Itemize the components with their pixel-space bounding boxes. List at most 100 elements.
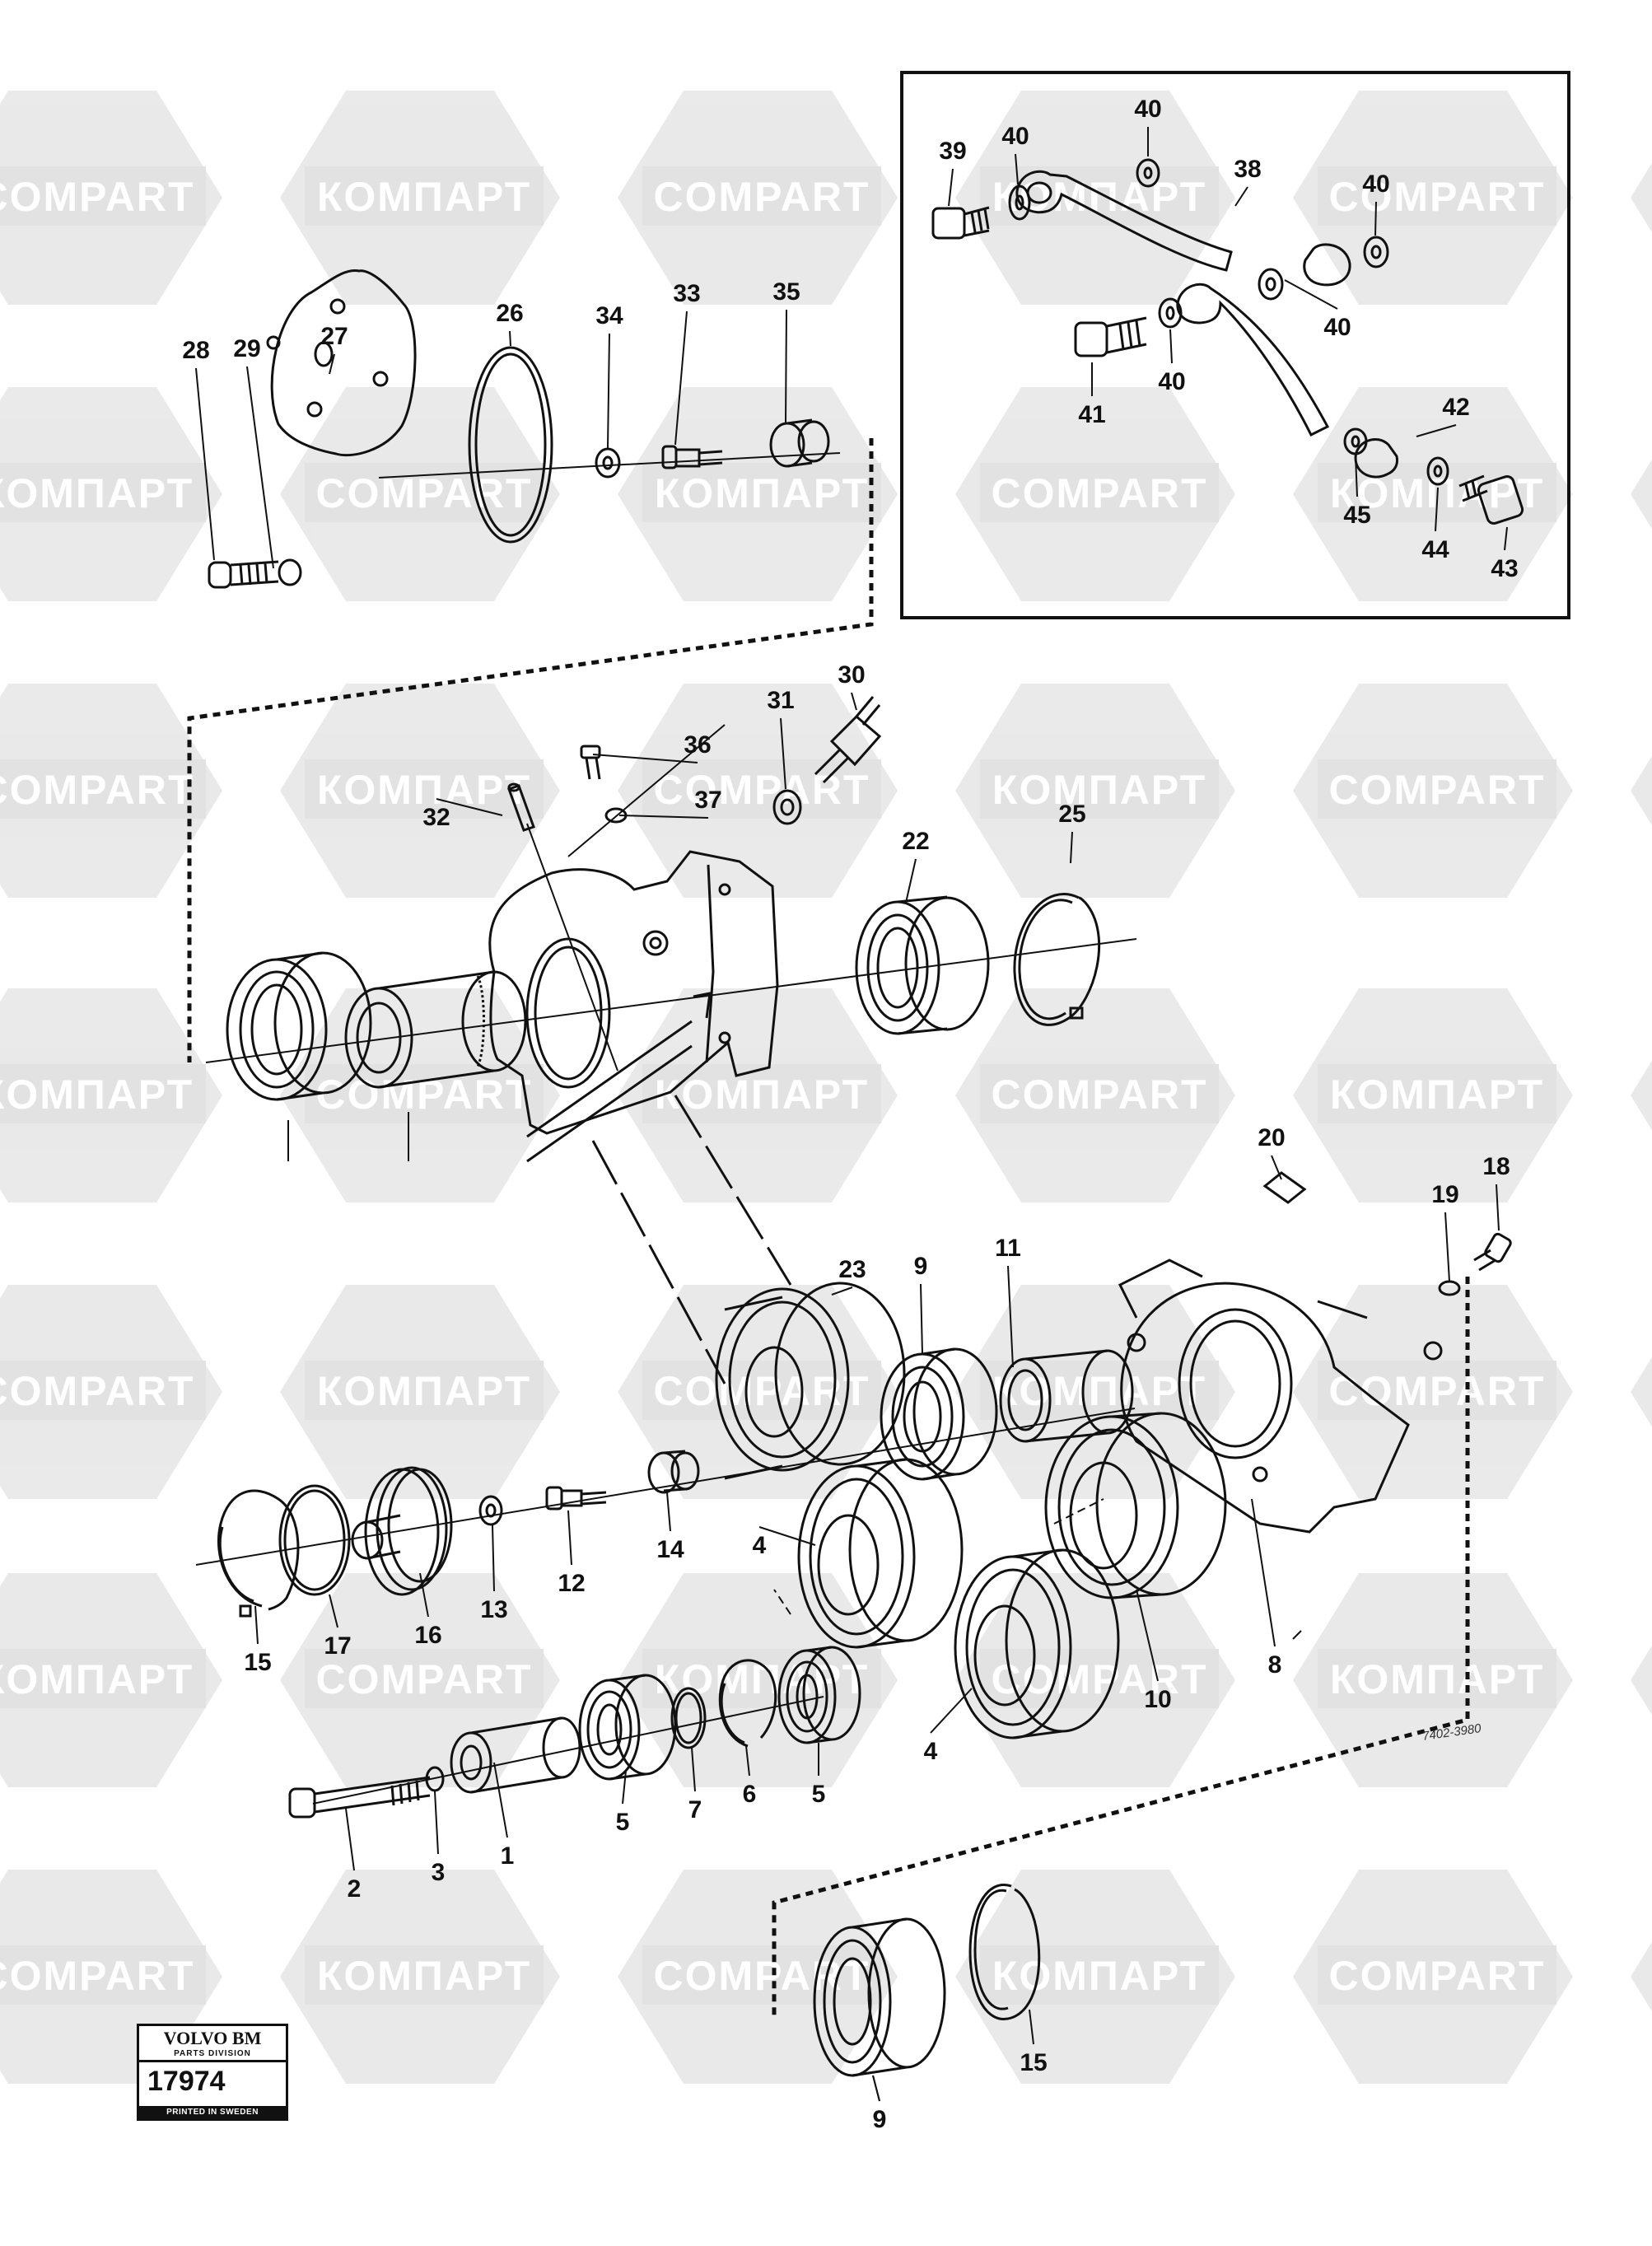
leader-14 [666, 1492, 671, 1532]
leader-38 [1234, 186, 1248, 207]
leader-19 [1444, 1212, 1450, 1282]
leader-6 [745, 1745, 750, 1777]
leader-32 [436, 798, 503, 816]
callout-18: 18 [1482, 1153, 1510, 1180]
svg-text:КОМПАРТ: КОМПАРТ [0, 1072, 194, 1118]
leader-1 [493, 1762, 508, 1838]
leader-10 [1136, 1589, 1159, 1682]
leader-4 [758, 1526, 816, 1546]
watermark-tile: КОМПАРТ [0, 387, 222, 601]
svg-text:COMPART: COMPART [653, 174, 870, 220]
callout-10: 10 [1144, 1686, 1171, 1713]
leader-22 [905, 858, 917, 904]
svg-text:COMPART: COMPART [991, 470, 1207, 516]
callout-12: 12 [558, 1570, 585, 1597]
leader-45 [1355, 455, 1358, 497]
leader-30 [851, 692, 857, 711]
watermark-tile: КОМПАРТ [280, 684, 560, 898]
callout-labels: 1234455678999101112131415151617181920222… [182, 96, 1518, 2133]
leader-40 [1374, 201, 1377, 236]
callout-43: 43 [1491, 555, 1518, 582]
housing-assembly [205, 696, 1137, 1163]
leader-17 [329, 1594, 338, 1628]
watermark-tile: COMPART [955, 988, 1235, 1202]
callout-27: 27 [320, 323, 348, 350]
assembly-line-dashed [591, 1095, 792, 1384]
leader-34 [607, 333, 610, 449]
watermark-tile: COMPART [1631, 459, 1652, 530]
watermark-tile: КОМПАРТ [1631, 755, 1652, 826]
leader-7 [691, 1747, 696, 1792]
callout-36: 36 [684, 731, 711, 759]
callout-42: 42 [1442, 394, 1469, 421]
svg-text:COMPART: COMPART [653, 1368, 870, 1414]
leader-23 [831, 1286, 853, 1296]
callout-41: 41 [1078, 401, 1105, 428]
leader-39 [948, 168, 954, 207]
callout-26: 26 [496, 300, 523, 327]
watermark-layer: COMPART КОМПАРТ COMPART КОМПАРТ COMPART КОМПА… [0, 91, 1652, 2084]
watermark-tile: КОМПАРТ [955, 1870, 1235, 2084]
svg-text:КОМПАРТ: КОМПАРТ [317, 174, 531, 220]
leader-5 [622, 1770, 627, 1805]
leader-2 [345, 1808, 355, 1871]
leader-42 [1416, 424, 1457, 437]
leader-36 [592, 754, 698, 763]
svg-text:КОМПАРТ: КОМПАРТ [1330, 1072, 1544, 1118]
watermark-tile: КОМПАРТ [280, 91, 560, 305]
watermark-tile: КОМПАРТ [1293, 988, 1573, 1202]
leader-29 [246, 366, 274, 569]
callout-29: 29 [233, 335, 260, 362]
callout-15: 15 [244, 1649, 271, 1676]
svg-text:COMPART: COMPART [991, 1072, 1207, 1118]
callout-44: 44 [1421, 536, 1449, 563]
leader-43 [1504, 526, 1508, 551]
callout-4: 4 [753, 1532, 767, 1559]
plate-number: 17974 [147, 2066, 226, 2097]
svg-text:COMPART: COMPART [315, 1072, 532, 1118]
watermark-tile: COMPART [280, 988, 560, 1202]
callout-22: 22 [902, 828, 929, 855]
watermark-tile: КОМПАРТ [1631, 1941, 1652, 2012]
leader-20 [1271, 1155, 1282, 1180]
callout-13: 13 [480, 1596, 507, 1623]
callout-9: 9 [873, 2106, 887, 2133]
callout-1: 1 [501, 1842, 515, 1870]
svg-text:COMPART: COMPART [0, 767, 195, 813]
leader-27 [329, 353, 335, 375]
callout-9: 9 [914, 1253, 928, 1280]
callout-19: 19 [1431, 1181, 1458, 1208]
leader-26 [509, 330, 511, 347]
watermark-tile: КОМПАРТ [955, 91, 1235, 305]
leader-9 [920, 1283, 923, 1355]
watermark-tile: COMPART [1631, 1645, 1652, 1716]
leader-12 [567, 1510, 572, 1566]
watermark-tile: COMPART [618, 91, 898, 305]
svg-text:COMPART: COMPART [0, 1953, 195, 1999]
leader-16 [419, 1572, 429, 1618]
watermark-tile: КОМПАРТ [618, 988, 898, 1202]
callout-34: 34 [595, 302, 623, 329]
callout-25: 25 [1058, 801, 1085, 828]
callout-35: 35 [772, 278, 800, 306]
callout-17: 17 [324, 1632, 351, 1660]
callout-20: 20 [1258, 1124, 1285, 1151]
watermark-tile: COMPART [618, 1870, 898, 2084]
svg-text:КОМПАРТ: КОМПАРТ [317, 767, 531, 813]
callout-28: 28 [182, 337, 209, 364]
watermark-tile: КОМПАРТ [618, 387, 898, 601]
watermark-tile: COMPART [0, 1285, 222, 1499]
svg-text:COMPART: COMPART [1328, 174, 1545, 220]
dashed-leader-upper [187, 438, 874, 1062]
leader-40 [1015, 153, 1019, 185]
leader-33 [674, 311, 688, 446]
leader-13 [492, 1525, 495, 1592]
watermark-tile: COMPART [1293, 91, 1573, 305]
callout-33: 33 [673, 280, 700, 307]
watermark-tile: COMPART [0, 91, 222, 305]
callout-38: 38 [1234, 156, 1261, 183]
svg-text:КОМПАРТ: КОМПАРТ [317, 1368, 531, 1414]
svg-text:COMPART: COMPART [991, 1656, 1207, 1702]
watermark-tile: КОМПАРТ [280, 1285, 560, 1499]
